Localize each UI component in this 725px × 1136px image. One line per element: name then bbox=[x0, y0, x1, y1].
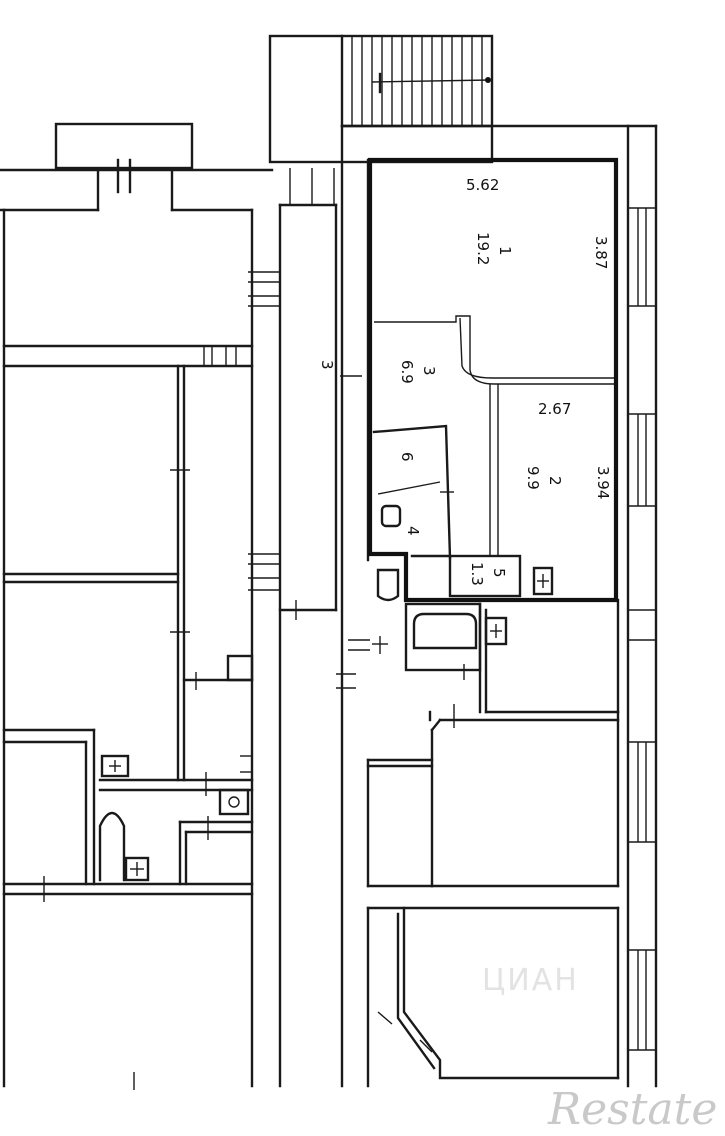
dim-top: 5.62 bbox=[466, 176, 499, 194]
room2-area: 9.9 bbox=[524, 466, 542, 490]
stair-block bbox=[268, 34, 494, 164]
left-section-walls bbox=[0, 122, 338, 1090]
room1-area: 19.2 bbox=[474, 232, 492, 265]
right-section-walls bbox=[336, 124, 658, 1088]
corridor-mark: 3 bbox=[318, 360, 336, 370]
room-labels: 5.62 1 19.2 3.87 3 3 6.9 2.67 2 9.9 3.94… bbox=[318, 176, 612, 586]
dim-right-2: 3.94 bbox=[594, 466, 612, 499]
dim-right-1: 3.87 bbox=[592, 236, 610, 269]
room6-number: 6 bbox=[398, 452, 416, 462]
room1-number: 1 bbox=[496, 246, 514, 256]
room5-number: 5 bbox=[490, 568, 508, 578]
watermark-faint: ЦИАН bbox=[482, 963, 579, 998]
room2-number: 2 bbox=[546, 476, 564, 486]
dim-mid: 2.67 bbox=[538, 400, 571, 418]
room4-number: 4 bbox=[404, 526, 422, 536]
room5-area: 1.3 bbox=[468, 562, 486, 586]
watermark-brand: Restate bbox=[547, 1084, 717, 1135]
room3-number: 3 bbox=[420, 366, 438, 376]
room3-area: 6.9 bbox=[398, 360, 416, 384]
apartment-outline bbox=[367, 157, 619, 603]
